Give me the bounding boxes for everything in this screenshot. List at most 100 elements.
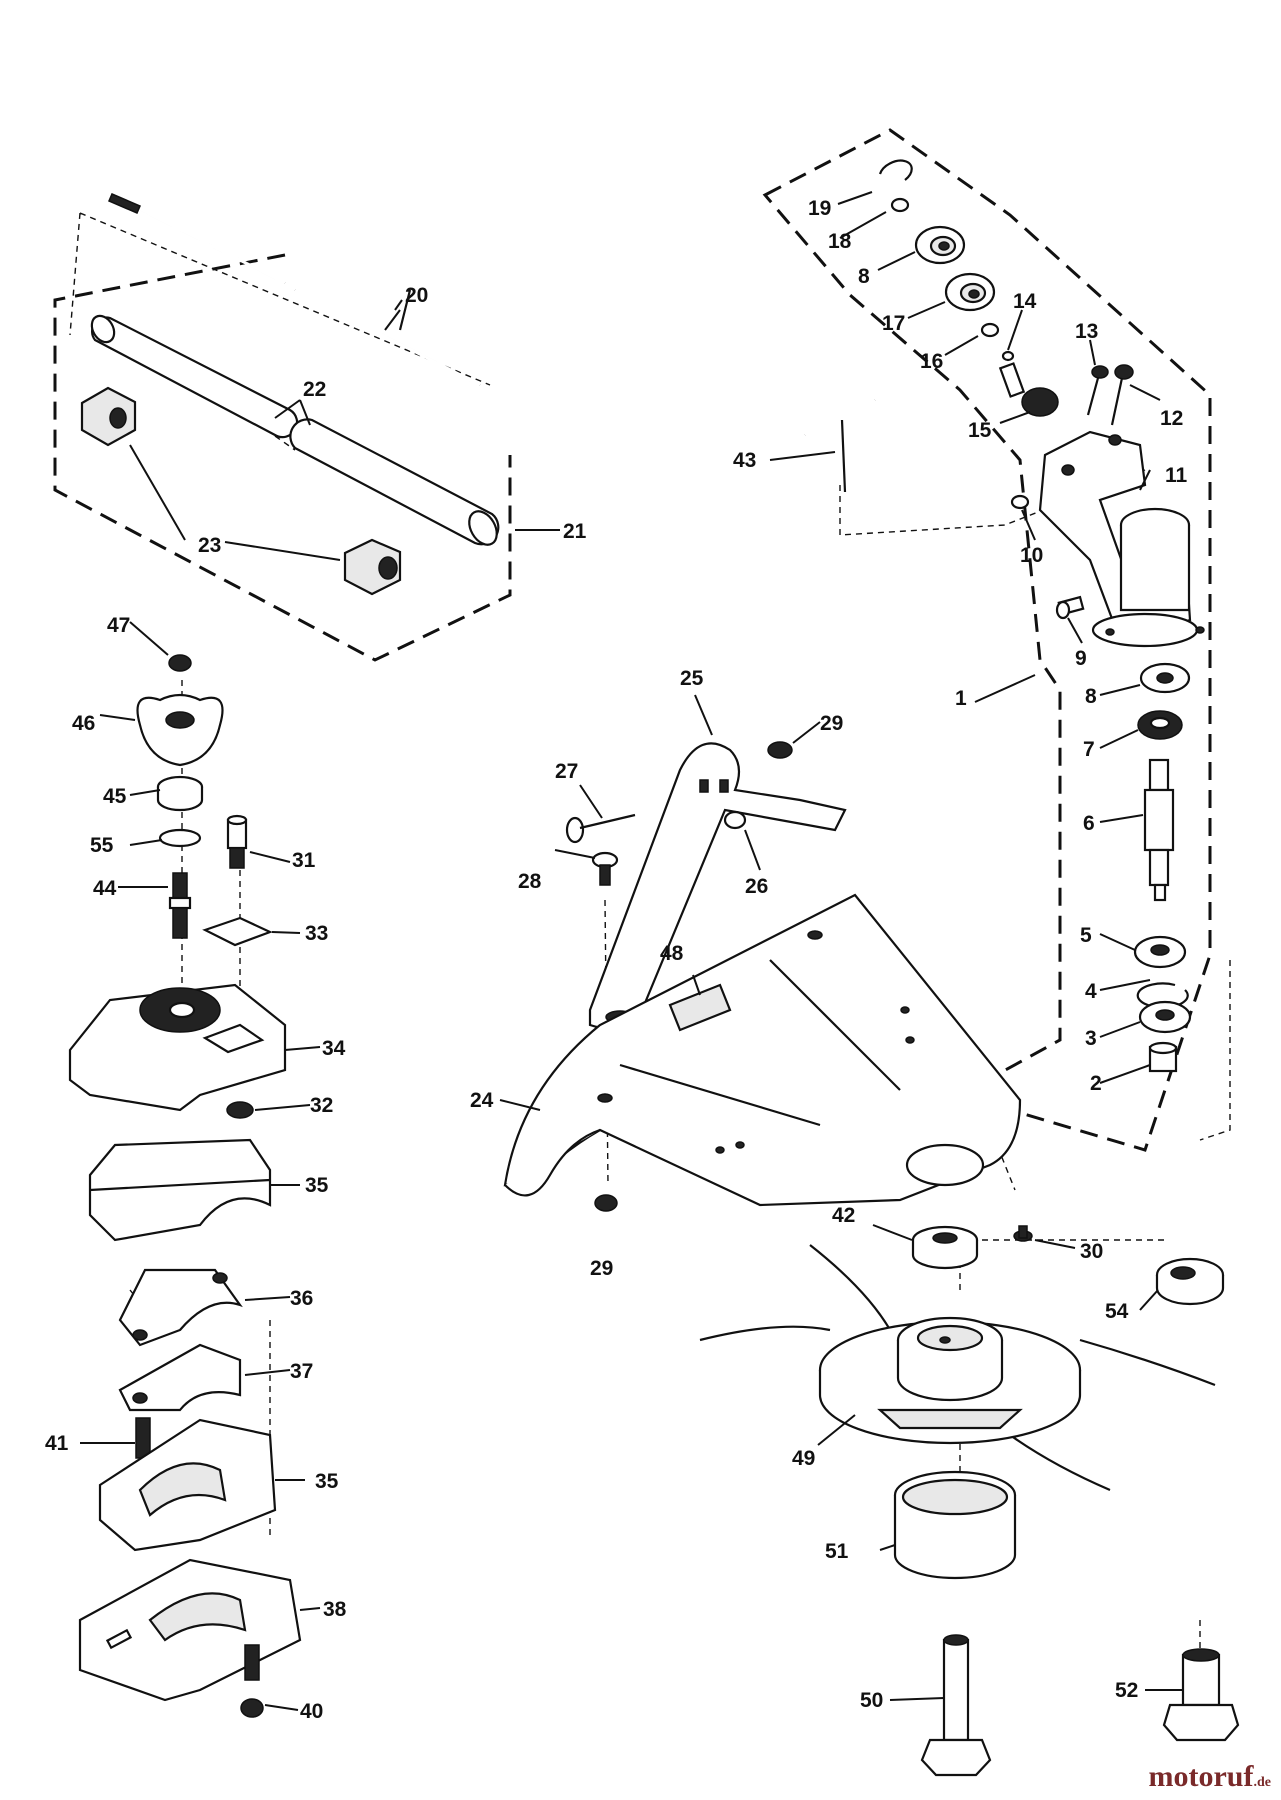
callout-49: 49	[792, 1447, 815, 1470]
screw-41	[135, 1417, 151, 1459]
callout-11: 11	[1165, 464, 1188, 487]
callout-36: 36	[290, 1287, 313, 1310]
spacer-26	[723, 810, 747, 830]
callout-52: 52	[1115, 1679, 1138, 1702]
nut-32	[226, 1101, 254, 1119]
callout-4: 4	[1085, 980, 1097, 1003]
snap-ring-top	[878, 159, 913, 181]
clamp-base	[78, 1558, 302, 1702]
callout-3: 3	[1085, 1027, 1097, 1050]
callout-47: 47	[107, 614, 130, 637]
stud-bolt	[168, 872, 192, 939]
callout-5: 5	[1080, 924, 1092, 947]
callout-19: 19	[808, 197, 831, 220]
callout-45: 45	[103, 785, 127, 808]
grass-shield	[503, 893, 1022, 1207]
callout-35a: 35	[305, 1174, 329, 1197]
clamp-half-lower	[98, 1418, 277, 1552]
callout-23: 23	[198, 534, 221, 557]
pin-31	[226, 814, 248, 869]
callout-30: 30	[1080, 1240, 1103, 1263]
hex-nut-52	[1162, 1648, 1240, 1742]
clamp-jaw-37	[118, 1343, 242, 1412]
washer-54	[1155, 1257, 1225, 1306]
callout-8b: 8	[1085, 685, 1097, 708]
watermark-suffix: .de	[1253, 1775, 1272, 1790]
callout-13: 13	[1075, 320, 1098, 343]
callout-41: 41	[45, 1432, 69, 1455]
washer-45	[156, 775, 204, 812]
clamp-half-upper	[88, 1138, 272, 1242]
callout-32: 32	[310, 1094, 333, 1117]
callout-51: 51	[825, 1540, 849, 1563]
callout-29b: 29	[590, 1257, 613, 1280]
pinion-gear	[998, 362, 1059, 417]
callout-22: 22	[303, 378, 326, 401]
bevel-gear	[1137, 710, 1183, 740]
grease-fitting	[1055, 595, 1085, 620]
callout-24: 24	[470, 1089, 494, 1112]
callout-35b: 35	[315, 1470, 339, 1493]
washer-small	[890, 197, 910, 213]
bracket-shield-group	[499, 694, 1201, 1650]
bearing-lower	[1139, 662, 1191, 694]
callout-54: 54	[1105, 1300, 1129, 1323]
callout-31: 31	[292, 849, 316, 872]
screw-13	[1086, 365, 1109, 416]
callout-12: 12	[1160, 407, 1183, 430]
callout-33: 33	[305, 922, 328, 945]
clamp-knob	[136, 693, 224, 767]
carriage-bolt-28	[591, 851, 619, 886]
clip-14	[1001, 350, 1015, 362]
callout-10: 10	[1020, 544, 1043, 567]
callout-44: 44	[93, 877, 117, 900]
callout-46: 46	[72, 712, 95, 735]
callout-43: 43	[733, 449, 756, 472]
handle-housing	[68, 983, 287, 1112]
washer-10	[1010, 494, 1030, 510]
bearing-upper	[914, 225, 966, 265]
callout-14: 14	[1013, 290, 1037, 313]
drive-shaft	[108, 193, 481, 387]
callout-26: 26	[745, 875, 768, 898]
tube-upper	[90, 314, 299, 439]
carriage-bolt-27	[565, 813, 636, 844]
callout-20: 20	[405, 284, 428, 307]
tube-lower	[289, 418, 500, 546]
coupling-nut-lower	[343, 538, 402, 596]
watermark-brand: motoruf	[1148, 1760, 1254, 1793]
callout-25: 25	[680, 667, 704, 690]
gearhead-group	[762, 128, 1231, 1152]
bushing	[1148, 1041, 1178, 1073]
callout-7: 7	[1083, 738, 1095, 761]
washer-16	[980, 322, 1000, 338]
callout-40: 40	[300, 1700, 323, 1723]
callout-38: 38	[323, 1598, 347, 1621]
callout-48: 48	[660, 942, 684, 965]
trimmer-head-group	[699, 1224, 1240, 1777]
spindle-bolt	[920, 1634, 992, 1777]
plate-33	[202, 916, 273, 947]
screw-30	[1013, 1225, 1033, 1242]
callout-16: 16	[920, 350, 943, 373]
callout-50: 50	[860, 1689, 883, 1712]
shaft-tube-group	[53, 193, 560, 662]
bearing-second	[944, 272, 996, 312]
callout-labels: 1 2 3 4 5 6 7 8 8 9 10 11 12 13 14 15 16…	[45, 197, 1188, 1723]
trimmer-head	[699, 1244, 1216, 1492]
lock-washer	[158, 828, 202, 848]
bearing-5	[1133, 935, 1187, 969]
callout-29a: 29	[820, 712, 843, 735]
output-shaft	[1143, 758, 1175, 902]
callout-6: 6	[1083, 812, 1095, 835]
callout-8a: 8	[858, 265, 870, 288]
callout-15: 15	[968, 419, 992, 442]
watermark-logo: motoruf.de	[1149, 1760, 1271, 1794]
clamp-handle-group	[68, 621, 321, 1718]
coupling-nut-upper	[80, 386, 137, 447]
clamp-jaw-36	[118, 1268, 243, 1347]
callout-1: 1	[955, 687, 967, 710]
bearing-3	[1138, 1000, 1192, 1034]
callout-42: 42	[832, 1204, 855, 1227]
